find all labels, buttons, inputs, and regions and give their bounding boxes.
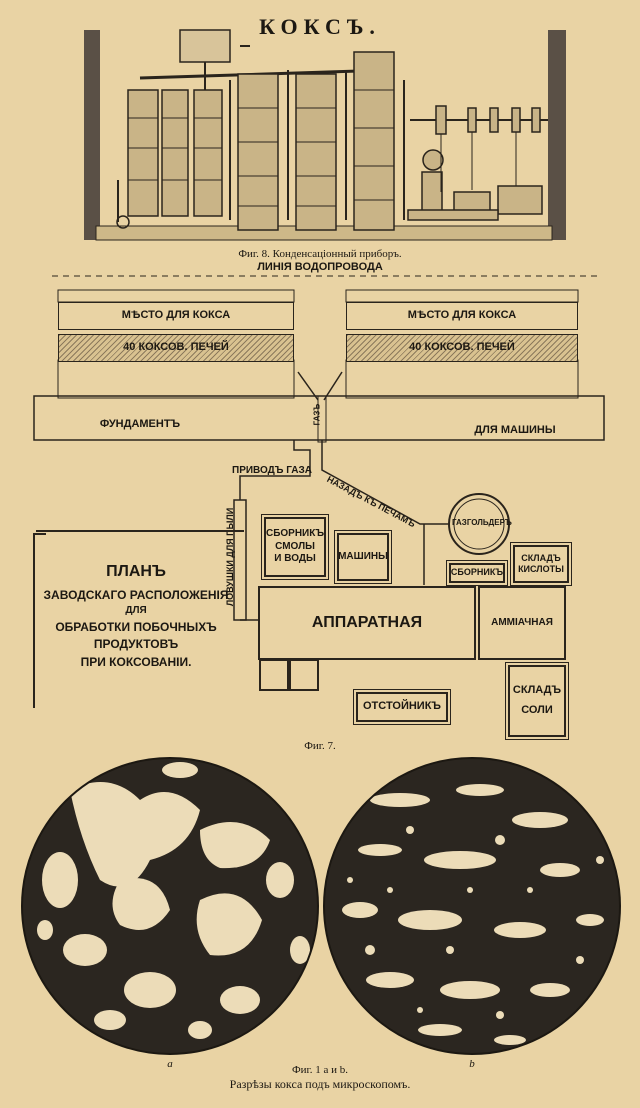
coke-place-right: МѢСТО ДЛЯ КОКСА <box>346 302 578 330</box>
water-line-label: ЛИНІЯ ВОДОПРОВОДА <box>257 261 383 273</box>
gas-supply-label: ПРИВОДЪ ГАЗА <box>232 465 313 476</box>
micrograph-a <box>22 758 318 1054</box>
fig8-caption: Фиг. 8. Конденсаціонный приборъ. <box>238 248 402 260</box>
settler-tank: ОТСТОЙНИКЪ <box>353 689 451 725</box>
machines-room: МАШИНЫ <box>334 530 392 584</box>
fig7-plan-lines <box>33 275 605 691</box>
plan-line-1: ЗАВОДСКАГО РАСПОЛОЖЕНІЯ <box>43 588 229 602</box>
apparatus-room: АППАРАТНАЯ <box>258 586 476 660</box>
collector-room: СБОРНИКЪ <box>446 560 508 586</box>
gasholder-label: ГАЗГОЛЬДЕРЪ <box>452 518 512 527</box>
plan-line-5: ПРИ КОКСОВАНІИ. <box>80 654 192 669</box>
micrograph-b <box>324 758 620 1054</box>
tar-water-collector: СБОРНИКЪ СМОЛЫ И ВОДЫ <box>261 514 329 580</box>
acid-store: СКЛАДЪ КИСЛОТЫ <box>510 542 572 586</box>
plan-title-block: ПЛАНЪ ЗАВОДСКАГО РАСПОЛОЖЕНІЯ ДЛЯ ОБРАБО… <box>36 533 236 733</box>
micrograph-a-label: a <box>167 1058 173 1070</box>
ammonia-room: АММІАЧНАЯ <box>478 586 566 660</box>
coke-ovens-right: 40 КОКСОВ. ПЕЧЕЙ <box>346 334 578 362</box>
plan-line-4: ПРОДУКТОВЪ <box>93 637 179 652</box>
plan-line-2: ДЛЯ <box>125 605 147 617</box>
plan-top-rule <box>36 530 244 532</box>
machine-label: ДЛЯ МАШИНЫ <box>474 424 556 436</box>
page-title: КОКСЪ. <box>259 14 381 39</box>
fig1-caption-line1: Фиг. 1 a и b. <box>291 1064 349 1076</box>
micrograph-b-label: b <box>469 1058 475 1070</box>
plan-line-3: ОБРАБОТКИ ПОБОЧНЫХЪ <box>55 619 217 634</box>
fig8-condensation-drawing <box>84 29 566 241</box>
foundation-label: ФУНДАМЕНТЪ <box>99 418 181 430</box>
coke-place-left: МѢСТО ДЛЯ КОКСА <box>58 302 294 330</box>
salt-store: СКЛАДЪ СОЛИ <box>505 662 569 740</box>
fig1-caption-line2: Разрѣзы кокса подъ микроскопомъ. <box>229 1077 411 1091</box>
plan-title: ПЛАНЪ <box>106 563 166 580</box>
coke-ovens-left: 40 КОКСОВ. ПЕЧЕЙ <box>58 334 294 362</box>
fig7-caption: Фиг. 7. <box>304 740 336 752</box>
